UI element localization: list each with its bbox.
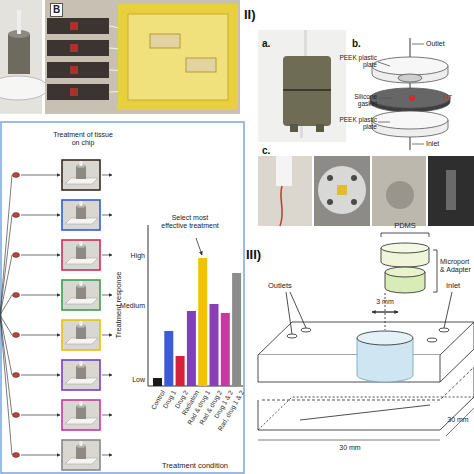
photo-panel [0,0,240,114]
panel-number: III) [246,248,261,262]
device-photo [258,30,346,142]
part-label: Inlet [446,282,460,290]
part-label: PEEK plastic plate [337,54,377,68]
panel-letter-box: B [50,3,63,17]
panel-letter: B [53,5,60,15]
panel-number: II) [244,8,256,22]
axis-tick: Medium [120,302,145,310]
part-label: HT [444,94,452,101]
step-heading: Treatment of tissue on chip [51,131,115,146]
photo-strip [258,156,474,226]
panel-letter: a. [262,38,270,49]
panel-letter: c. [262,145,270,156]
axis-title: Treatment condition [145,462,245,470]
part-label: Outlet [426,40,445,48]
chip-schematic [258,233,474,440]
part-label: Silicone gasket [337,93,377,107]
axis-tick: High [131,252,145,260]
workflow-panel [0,122,244,473]
dimension: 3 mm [370,298,400,306]
part-label: PEEK plastic plate [337,116,377,130]
part-label: Outlets [268,282,292,290]
exploded-schematic [370,38,450,150]
dimension: 30 mm [443,416,473,424]
dimension: 30 mm [335,444,365,452]
part-label: Inlet [426,140,439,148]
part-label: Microport & Adapter [440,258,474,273]
part-label: PDMS [385,222,425,230]
panel-letter: b. [352,38,361,49]
chart-note: Select most effective treatment [158,214,222,229]
axis-tick: Low [132,376,145,384]
bar-chart [148,225,243,386]
